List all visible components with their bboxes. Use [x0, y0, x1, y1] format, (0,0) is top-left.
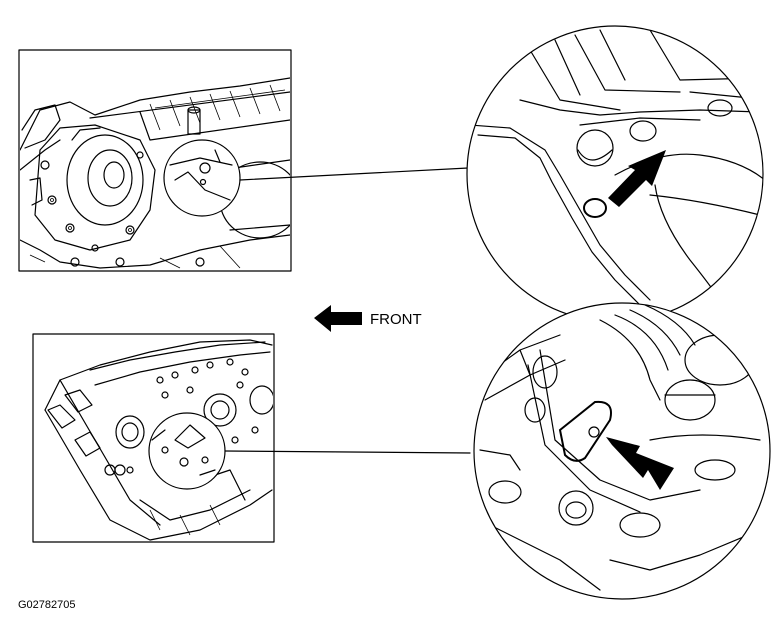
figure-id-label: G02782705: [18, 599, 76, 611]
pointer-arrow-icon: [608, 150, 666, 207]
top-zoom-circle-detail: [169, 149, 233, 201]
bottom-cylinder-head-drawing: [44, 339, 273, 541]
top-panel-frame: [18, 49, 292, 272]
front-label: FRONT: [370, 311, 422, 328]
bottom-engine-panel: [32, 333, 275, 543]
triangular-oil-port: [558, 400, 612, 462]
top-engine-block-drawing: [20, 77, 290, 269]
bottom-connector-line: [224, 450, 471, 454]
bottom-zoom-circle: [148, 412, 226, 490]
top-detail-view: [466, 25, 764, 323]
left-arrow-icon: [314, 305, 362, 332]
top-engine-panel: [18, 49, 292, 272]
bottom-panel-frame: [32, 333, 275, 543]
top-connector-line: [239, 167, 469, 181]
oil-passage-hole-bottom: [588, 426, 600, 438]
oil-passage-hole-top: [583, 198, 607, 218]
top-detail-circle: [466, 25, 764, 323]
top-zoom-circle: [163, 139, 241, 217]
bottom-detail-view: [473, 302, 771, 600]
pointer-arrow-icon: [606, 437, 674, 490]
bottom-zoom-circle-detail: [151, 424, 216, 476]
front-direction-indicator: FRONT: [314, 305, 422, 332]
